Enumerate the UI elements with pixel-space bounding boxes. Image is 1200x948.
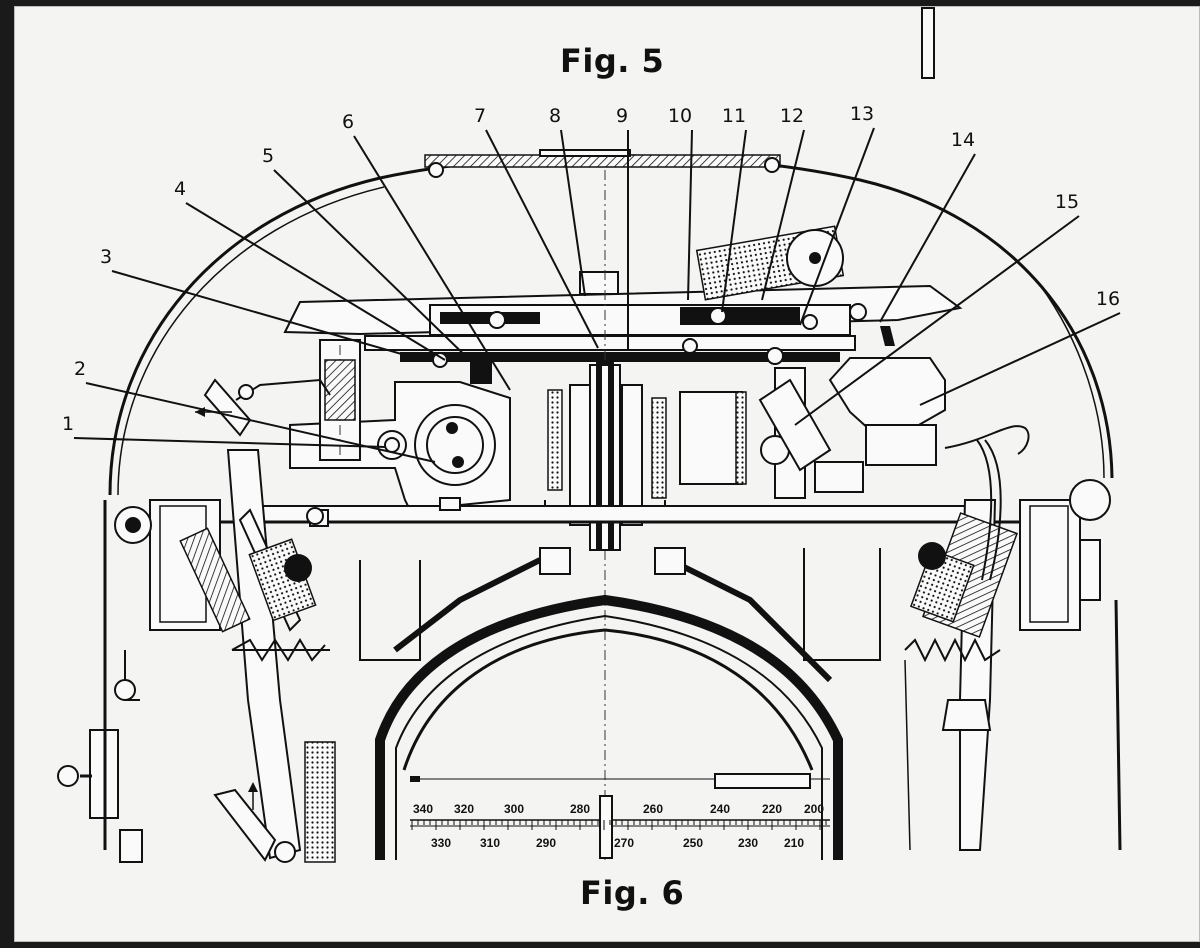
callout-14: 14 — [951, 129, 975, 151]
callout-leaders — [73, 127, 1121, 463]
scale-label-upper: 340 — [413, 802, 433, 816]
right-hull-inner — [904, 659, 911, 851]
callout-12: 12 — [780, 105, 804, 127]
leader-line-8 — [560, 129, 586, 297]
scale-label-lower: 290 — [536, 836, 556, 850]
leader-line-6 — [353, 135, 511, 391]
scale-label-lower: 310 — [480, 836, 500, 850]
left-strut — [179, 449, 336, 863]
leader-line-2 — [85, 382, 436, 463]
scale-label-upper: 200 — [804, 802, 824, 816]
lower-arch — [359, 547, 881, 860]
scale-label-upper: 260 — [643, 802, 663, 816]
bolts — [432, 307, 818, 384]
callout-4: 4 — [174, 178, 186, 200]
leader-line-15 — [794, 215, 1080, 426]
leader-line-14 — [879, 153, 976, 323]
left-housing — [203, 339, 511, 512]
scale-label-lower: 230 — [738, 836, 758, 850]
callout-10: 10 — [668, 105, 692, 127]
callout-16: 16 — [1096, 288, 1120, 310]
leader-line-13 — [799, 127, 875, 326]
leader-line-5 — [273, 169, 481, 371]
leader-line-10 — [687, 129, 693, 301]
right-hull-line — [1114, 599, 1122, 851]
leader-line-4 — [185, 202, 446, 361]
leader-line-3 — [111, 270, 406, 356]
top-lid — [424, 149, 781, 178]
corner-post — [921, 7, 935, 79]
leader-line-11 — [721, 129, 747, 313]
callout-15: 15 — [1055, 191, 1079, 213]
leader-line-1 — [73, 437, 386, 448]
right-strut — [904, 439, 1018, 851]
figure-5-title: Fig. 5 — [560, 42, 665, 80]
scale-label-lower: 270 — [614, 836, 634, 850]
scale-label-upper: 240 — [710, 802, 730, 816]
callout-1: 1 — [62, 413, 74, 435]
scale-label-upper: 220 — [762, 802, 782, 816]
leader-line-7 — [485, 129, 599, 349]
turret-plate — [283, 225, 963, 362]
leader-line-12 — [761, 129, 805, 301]
scale-label-lower: 330 — [431, 836, 451, 850]
callout-3: 3 — [100, 246, 112, 268]
leader-line-16 — [919, 312, 1121, 406]
callout-13: 13 — [850, 103, 874, 125]
right-equipment — [679, 303, 1030, 499]
azimuth-scale: 340 320 300 280 260 240 220 200 330 310 290 270 250… — [410, 773, 830, 859]
scale-label-upper: 300 — [504, 802, 524, 816]
scale-label-lower: 210 — [784, 836, 804, 850]
callout-11: 11 — [722, 105, 746, 127]
callout-2: 2 — [74, 358, 86, 380]
callout-8: 8 — [549, 105, 561, 127]
callout-9: 9 — [616, 105, 628, 127]
base-ring — [140, 497, 1080, 527]
scale-label-lower: 250 — [683, 836, 703, 850]
callout-5: 5 — [262, 145, 274, 167]
scale-label-upper: 280 — [570, 802, 590, 816]
callout-6: 6 — [342, 111, 354, 133]
scale-label-upper: 320 — [454, 802, 474, 816]
left-hull-equipment — [57, 500, 143, 863]
figure-6-title: Fig. 6 — [580, 874, 685, 912]
callout-7: 7 — [474, 105, 486, 127]
